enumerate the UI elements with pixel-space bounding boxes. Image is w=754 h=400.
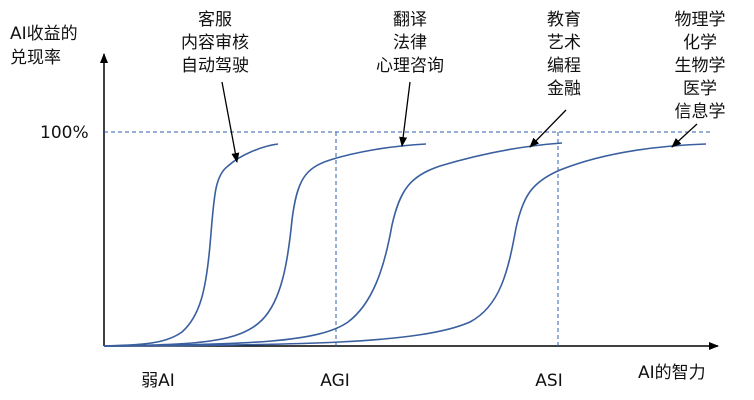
- x-axis-label: AI的智力: [638, 363, 706, 383]
- group-4-line-5: 信息学: [675, 102, 726, 122]
- x-tick-agi: AGI: [320, 371, 350, 391]
- x-tick-asi: ASI: [535, 371, 562, 391]
- group-3-line-3: 编程: [547, 56, 581, 76]
- group-2-line-2: 法律: [393, 33, 427, 53]
- pointer-group-2: [399, 81, 411, 147]
- pointer-group-4: [671, 123, 698, 148]
- curve-customer-service: [103, 143, 279, 347]
- x-tick-weak-ai: 弱AI: [141, 371, 175, 391]
- curve-translation: [103, 143, 427, 347]
- curve-education: [103, 142, 563, 347]
- group-1-line-1: 客服: [198, 10, 232, 30]
- group-1-line-3: 自动驾驶: [181, 56, 249, 76]
- pointer-group-1: [221, 81, 240, 163]
- group-2-line-3: 心理咨询: [376, 56, 444, 76]
- group-4-line-3: 生物学: [675, 56, 726, 76]
- y-axis-label-line2: 兑现率: [10, 48, 61, 68]
- group-3-line-1: 教育: [547, 10, 581, 30]
- group-4-line-4: 医学: [683, 79, 717, 99]
- curve-science: [103, 143, 707, 347]
- group-1-line-2: 内容审核: [181, 33, 249, 53]
- group-1-label: 客服 内容审核 自动驾驶: [181, 10, 249, 76]
- group-3-line-2: 艺术: [547, 33, 581, 53]
- y-tick-100-percent: 100%: [40, 123, 89, 143]
- group-4-label: 物理学 化学 生物学 医学 信息学: [675, 10, 726, 122]
- group-3-line-4: 金融: [547, 79, 581, 99]
- group-4-line-1: 物理学: [675, 10, 726, 30]
- pointer-group-3: [529, 109, 567, 148]
- group-2-line-1: 翻译: [393, 10, 427, 30]
- y-axis-label-line1: AI收益的: [10, 24, 78, 44]
- group-4-line-2: 化学: [683, 33, 717, 53]
- group-3-label: 教育 艺术 编程 金融: [547, 10, 581, 99]
- group-2-label: 翻译 法律 心理咨询: [376, 10, 444, 76]
